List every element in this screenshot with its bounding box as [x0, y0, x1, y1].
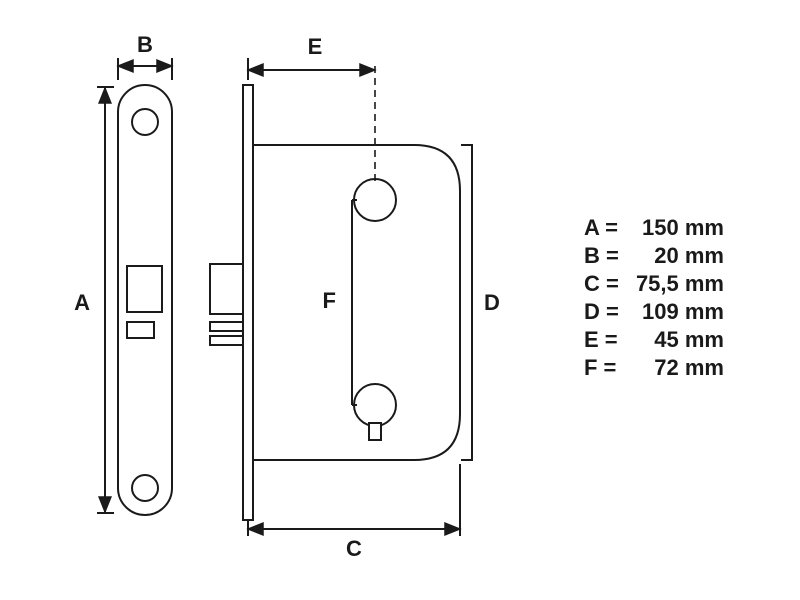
dim-f-label: F [323, 288, 336, 313]
dim-c-label: C [346, 536, 362, 561]
faceplate-edge [242, 84, 254, 521]
dimension-b: B [116, 32, 174, 80]
legend-row-f: F = 72 mm [584, 354, 724, 382]
legend-value: 109 mm [642, 299, 724, 324]
dim-a-label: A [74, 290, 90, 315]
screw-hole-top [131, 108, 159, 136]
legend-value: 75,5 mm [635, 271, 724, 296]
legend-value: 150 mm [642, 215, 724, 240]
spindle-tab [368, 422, 382, 441]
legend-key: D = [584, 299, 619, 324]
cylinder-hole-top [353, 178, 397, 222]
legend-value: 45 mm [654, 327, 724, 352]
dimension-f: F [323, 199, 357, 406]
legend-value: 20 mm [654, 243, 724, 268]
dimension-c: C [246, 464, 462, 561]
dimension-e: E [246, 34, 377, 183]
latch-bolt [209, 263, 244, 315]
legend-value: 72 mm [654, 355, 724, 380]
faceplate-front-view [117, 84, 173, 516]
dimension-d: D [461, 144, 500, 461]
lock-case-outline [252, 144, 461, 461]
screw-hole-bottom [131, 474, 159, 502]
legend-key: A = [584, 215, 619, 240]
dim-b-label: B [137, 32, 153, 57]
measurement-legend: A = 150 mm B = 20 mm C = 75,5 mm D = 109… [584, 214, 724, 382]
dim-d-label: D [484, 290, 500, 315]
legend-key: E = [584, 327, 618, 352]
spindle-hole-bottom [353, 383, 397, 427]
legend-row-d: D = 109 mm [584, 298, 724, 326]
legend-key: F = [584, 355, 617, 380]
deadbolt-strip-lower [209, 335, 244, 346]
legend-row-c: C = 75,5 mm [584, 270, 724, 298]
dim-e-label: E [308, 34, 323, 59]
legend-key: B = [584, 243, 619, 268]
faceplate-outline [117, 84, 173, 516]
legend-row-a: A = 150 mm [584, 214, 724, 242]
legend-key: C = [584, 271, 619, 296]
legend-row-b: B = 20 mm [584, 242, 724, 270]
latch-opening [126, 265, 163, 313]
dimension-a: A [74, 86, 114, 514]
lock-body-side-view [209, 84, 461, 521]
auxiliary-opening [126, 321, 155, 339]
deadbolt-strip-upper [209, 321, 244, 332]
legend-row-e: E = 45 mm [584, 326, 724, 354]
